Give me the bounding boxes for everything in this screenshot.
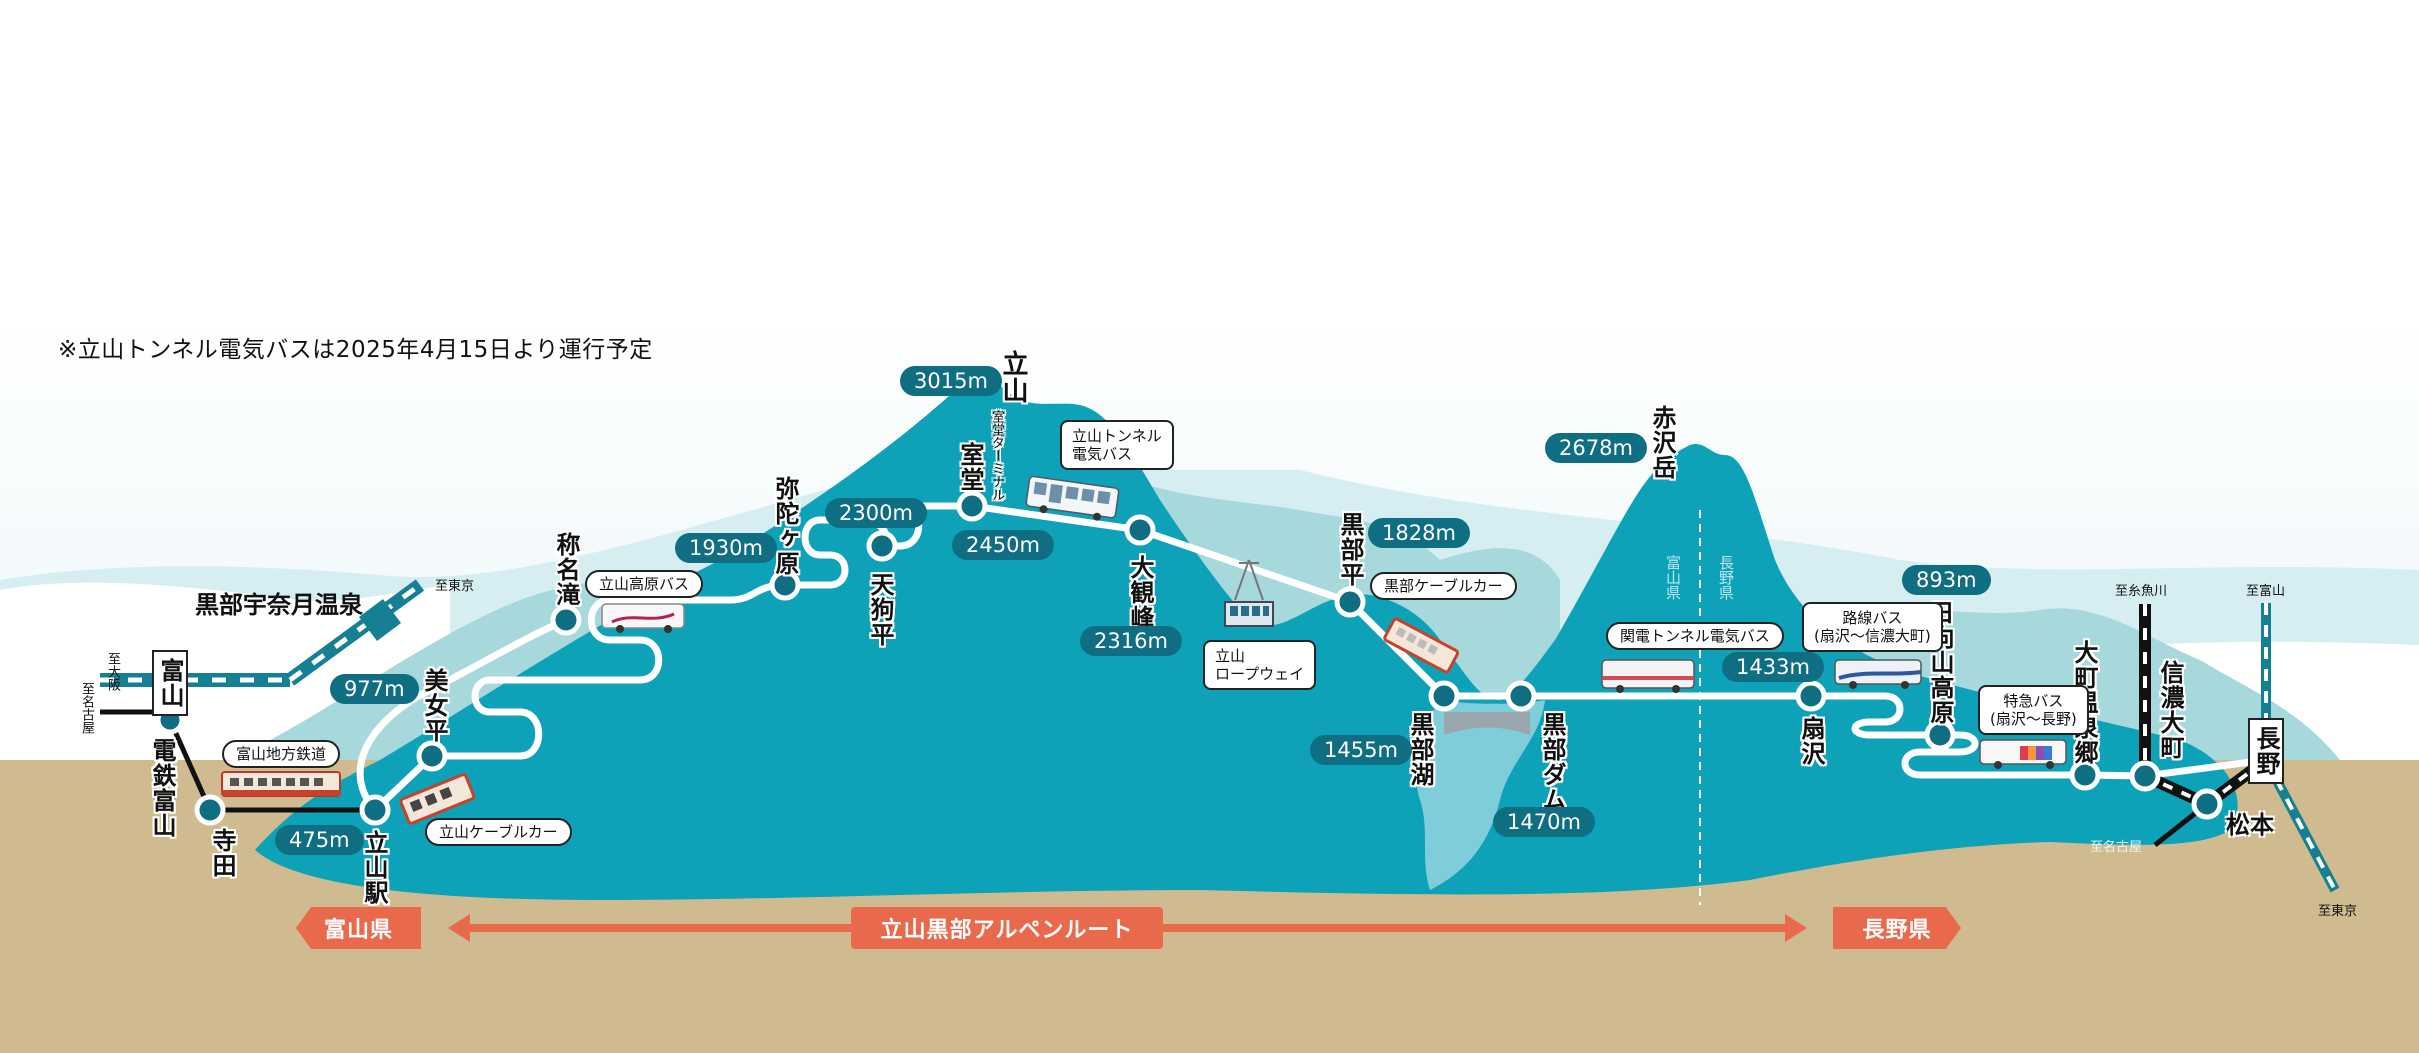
transport-label-kurobe-cablecar: 黒部ケーブルカー (1370, 572, 1517, 600)
altitude-badge-tateyama-station: 475m (275, 825, 364, 855)
bus-icon-tateyama-tunnel (1025, 475, 1120, 521)
altitude-badge-kurobeko: 1455m (1310, 735, 1412, 765)
direction-label-nagoya-right: 至名古屋 (2090, 840, 2143, 855)
station-dot-terada (194, 794, 226, 826)
direction-label-osaka: 至大阪 (105, 652, 120, 691)
station-dot-kurobeko (1428, 680, 1460, 712)
transport-label-ropeway: 立山 ロープウェイ (1203, 640, 1317, 690)
kurobe-lake (1416, 700, 1545, 890)
transport-label-tokkyu-bus: 特急バス (扇沢〜長野) (1978, 685, 2089, 735)
jr-hokuriku-line (100, 579, 425, 687)
station-dot-kurobedam (1505, 680, 1537, 712)
station-label-kurobedaira: 黒部平 (1336, 512, 1364, 587)
station-dot-daikanbo (1124, 514, 1156, 546)
direction-label-tokyo-bottom: 至東京 (2318, 904, 2358, 919)
station-label-bijodaira: 美女平 (420, 668, 448, 743)
station-dot-kurobedaira (1334, 586, 1366, 618)
station-label-terada: 寺田 (208, 828, 236, 878)
station-dot-matsumoto (2191, 788, 2223, 820)
peak-label-akazawa: 赤沢岳 (1648, 405, 1676, 480)
altitude-badge-daikanbo: 2316m (1080, 626, 1182, 656)
direction-label-nagoya-left: 至名古屋 (79, 682, 94, 734)
footer-tag-nagano: 長野県 (1833, 907, 1961, 949)
ropeway-icon (1224, 559, 1274, 627)
station-label-tengudaira: 天狗平 (866, 572, 894, 647)
transport-label-tateyama-tunnel-bus: 立山トンネル 電気バス (1060, 420, 1174, 470)
altitude-badge-ogisawa: 1433m (1722, 652, 1824, 682)
bus-icon-tokkyu (1979, 739, 2067, 769)
station-dot-hinata (1924, 719, 1956, 751)
station-dots (155, 490, 2282, 826)
station-label-midagahara: 弥陀ヶ原 (771, 476, 799, 576)
station-label-toyama: 富山 (152, 650, 188, 716)
station-dot-shinano-omachi (2129, 760, 2161, 792)
direction-label-itoigawa: 至糸魚川 (2115, 584, 2168, 599)
direction-label-tokyo-top: 至東京 (435, 579, 475, 594)
altitude-badge-akazawa: 2678m (1545, 433, 1647, 463)
station-dot-ogisawa (1795, 680, 1827, 712)
station-label-murodo: 室堂 (956, 442, 984, 492)
kurobe-dam (1444, 712, 1530, 735)
station-dot-bijodaira (416, 740, 448, 772)
altitude-badge-tengudaira: 2300m (825, 498, 927, 528)
border-label-nagano: 長野県 (1717, 555, 1735, 600)
station-dot-shomyo (550, 604, 582, 636)
transport-label-tateyama-cablecar: 立山ケーブルカー (425, 818, 572, 846)
altitude-badge-tateyama: 3015m (900, 366, 1002, 396)
footer-tag-toyama: 富山県 (296, 907, 421, 949)
main-mountain (255, 378, 2238, 900)
station-dot-murodo (956, 490, 988, 522)
station-label-tateyama-station: 立山駅 (360, 830, 388, 905)
border-label-toyama: 富山県 (1664, 555, 1682, 600)
train-icon-chiho (221, 771, 341, 797)
altitude-badge-midagahara: 1930m (675, 533, 777, 563)
altitude-badge-kurobe-dam: 1470m (1493, 807, 1595, 837)
bus-icon-rosen (1834, 659, 1922, 689)
station-label-kurobe-unazuki: 黒部宇奈月温泉 (195, 591, 363, 619)
footer-route-title: 立山黒部アルペンルート (851, 907, 1163, 949)
altitude-badge-bijodaira: 977m (330, 674, 419, 704)
transport-label-rosen-bus: 路線バス (扇沢〜信濃大町) (1802, 602, 1943, 652)
cablecar-icon-kurobe (1383, 617, 1460, 674)
bus-icon-kanden (1601, 659, 1695, 693)
altitude-badge-hinata-kogen: 893m (1902, 565, 1991, 595)
bus-icon-kogen (601, 603, 685, 633)
station-label-nagano: 長野 (2248, 718, 2284, 784)
direction-label-toyama-right: 至富山 (2246, 584, 2286, 599)
altitude-badge-kurobedaira: 1828m (1368, 518, 1470, 548)
station-label-ogisawa: 扇沢 (1797, 716, 1825, 766)
station-label-dentetsu-toyama: 電鉄富山 (148, 738, 176, 838)
station-dot-omachi-onsen (2069, 759, 2101, 791)
altitude-badge-murodo: 2450m (952, 530, 1054, 560)
cablecar-icon-tateyama (399, 773, 476, 825)
station-label-kurobe-dam: 黒部ダム (1538, 712, 1566, 812)
transport-label-tateyama-kogen-bus: 立山高原バス (585, 570, 704, 598)
station-label-daikanbo: 大観峰 (1126, 555, 1154, 630)
transport-label-kanden-tunnel-bus: 関電トンネル電気バス (1606, 622, 1784, 650)
peak-label-tateyama: 立山 (998, 350, 1028, 404)
station-dot-midagahara (769, 569, 801, 601)
service-note: ※立山トンネル電気バスは2025年4月15日より運行予定 (58, 337, 653, 363)
station-dot-tateyama (359, 794, 391, 826)
station-label-shinano-omachi: 信濃大町 (2156, 660, 2184, 760)
station-sublabel-murodo-terminal: 室堂ターミナル (989, 410, 1004, 501)
station-label-shomyo: 称名滝 (552, 532, 580, 607)
station-dot-tengudaira (866, 530, 898, 562)
station-label-matsumoto: 松本 (2226, 811, 2274, 839)
transport-label-toyama-chiho: 富山地方鉄道 (222, 740, 341, 768)
